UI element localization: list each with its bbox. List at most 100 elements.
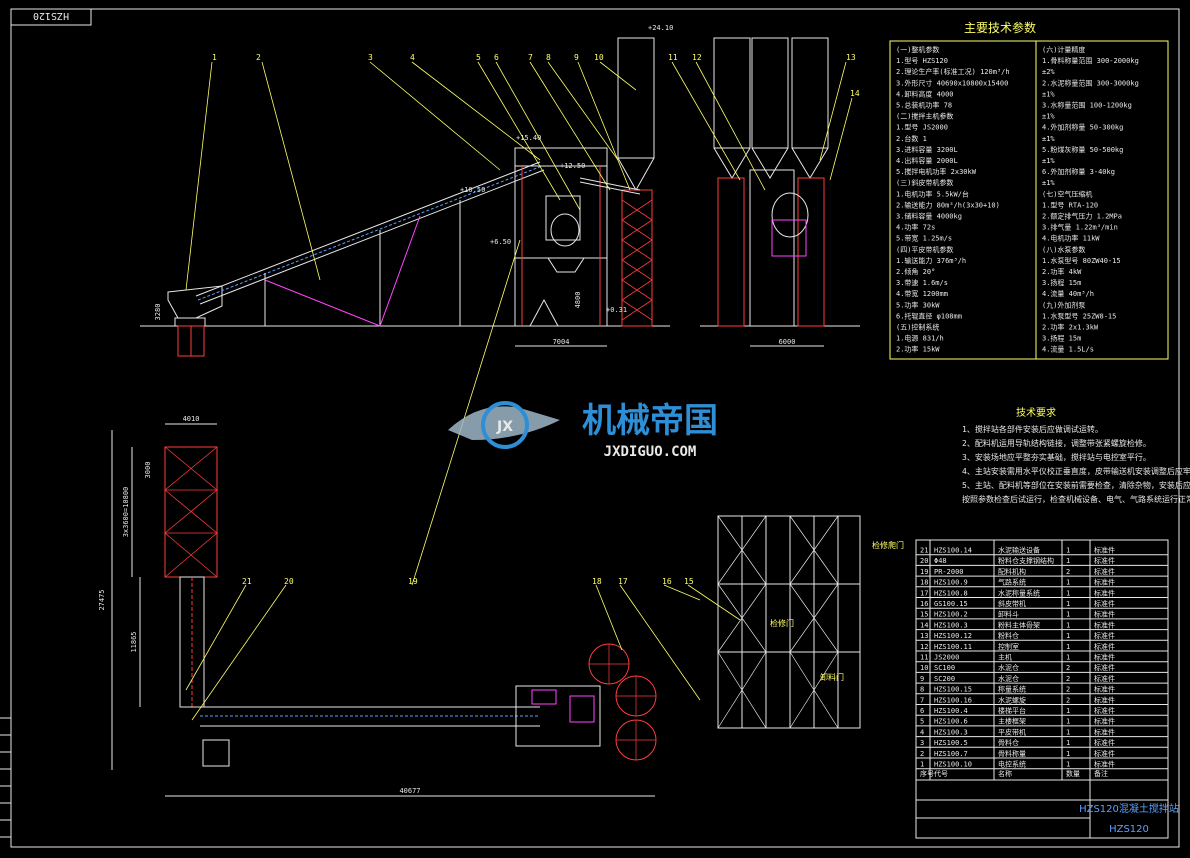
param-line-left: 2.理论生产率(标准工况) 120m³/h bbox=[896, 67, 1010, 76]
param-line-left: 2.倾角 20° bbox=[896, 267, 935, 276]
parts-cell: HZS100.5 bbox=[934, 739, 968, 747]
parts-cell: 标准件 bbox=[1094, 717, 1115, 726]
parts-cell: 2 bbox=[920, 750, 924, 758]
param-line-left: 5.功率 30kW bbox=[896, 300, 940, 309]
parts-cell: 卸料斗 bbox=[998, 610, 1019, 619]
param-line-left: 2.功率 15kW bbox=[896, 345, 940, 354]
parts-cell: 1 bbox=[1066, 632, 1070, 640]
parts-cell: 水泥仓 bbox=[998, 674, 1019, 683]
param-line-left: 1.型号 JS2000 bbox=[896, 123, 948, 132]
balloon: 7 bbox=[528, 53, 533, 62]
frame-label-discharge-door: 卸料门 bbox=[820, 672, 844, 682]
parts-cell: 斜皮带机 bbox=[998, 599, 1026, 608]
parts-cell: 21 bbox=[920, 547, 928, 555]
tech-heading: 技术要求 bbox=[1016, 406, 1056, 419]
balloon: 11 bbox=[668, 53, 678, 62]
watermark-cn: 机械帝国 bbox=[582, 401, 718, 441]
parts-cell: 标准件 bbox=[1094, 738, 1115, 747]
param-line-left: 1.电机功率 5.5kW/台 bbox=[896, 189, 969, 198]
param-line-right: 2.功率 2x1.3kW bbox=[1042, 323, 1099, 332]
tech-line: 1、搅拌站各部件安装后应做调试运转。 bbox=[962, 424, 1103, 434]
param-line-right: 2.额定排气压力 1.2MPa bbox=[1042, 212, 1122, 221]
parts-cell: GS100.15 bbox=[934, 600, 968, 608]
parts-header-cell: 代号 bbox=[934, 769, 948, 778]
parts-cell: 骨料称量 bbox=[998, 749, 1026, 758]
parts-cell: 2 bbox=[1066, 696, 1070, 704]
param-line-left: 1.型号 HZS120 bbox=[896, 56, 948, 65]
param-line-right: 3.扬程 15m bbox=[1042, 278, 1081, 287]
dim-27475: 27475 bbox=[98, 589, 106, 610]
balloon: 19 bbox=[408, 577, 418, 586]
parts-cell: 1 bbox=[1066, 739, 1070, 747]
parts-cell: 标准件 bbox=[1094, 567, 1115, 576]
parts-cell: 粉料主体骨架 bbox=[998, 620, 1040, 629]
param-line-left: 1.输送能力 376m³/h bbox=[896, 256, 966, 265]
corner-code: HZS120 bbox=[33, 10, 69, 21]
balloon: 3 bbox=[368, 53, 373, 62]
dim-4010: 4010 bbox=[183, 415, 200, 423]
parts-cell: 1 bbox=[1066, 621, 1070, 629]
parts-cell: 楼梯平台 bbox=[998, 706, 1026, 715]
balloon: 16 bbox=[662, 577, 672, 586]
param-line-right: ±1% bbox=[1042, 113, 1055, 121]
parts-cell: HZS100.10 bbox=[934, 761, 972, 769]
parts-header-cell: 数量 bbox=[1066, 769, 1080, 778]
parts-cell: HZS100.3 bbox=[934, 728, 968, 736]
parts-cell: 标准件 bbox=[1094, 653, 1115, 662]
parts-cell: 配料机构 bbox=[998, 567, 1026, 576]
param-line-right: ±2% bbox=[1042, 68, 1055, 76]
parts-cell: HZS100.16 bbox=[934, 696, 972, 704]
parts-cell: 19 bbox=[920, 568, 928, 576]
balloons: 1 2 3 4 5 6 7 8 9 10 11 12 13 14 15 16 1… bbox=[212, 53, 860, 586]
watermark-logo: JX bbox=[496, 419, 513, 435]
param-line-right: 4.流量 40m³/h bbox=[1042, 289, 1094, 298]
parts-cell: 水泥螺旋 bbox=[998, 695, 1026, 704]
parts-cell: 水泥输送设备 bbox=[998, 546, 1040, 555]
balloon: 12 bbox=[692, 53, 702, 62]
param-line-left: 3.带速 1.6m/s bbox=[896, 279, 948, 287]
param-line-right: ±1% bbox=[1042, 157, 1055, 165]
dim-7004: 7004 bbox=[553, 338, 570, 346]
param-line-left: (二)搅拌主机参数 bbox=[896, 112, 953, 121]
parts-cell: 称量系统 bbox=[998, 685, 1026, 694]
param-line-right: (八)水泵参数 bbox=[1042, 245, 1085, 254]
balloon: 18 bbox=[592, 577, 602, 586]
elev-mark: +24.10 bbox=[648, 24, 673, 32]
param-line-left: 4.功率 72s bbox=[896, 223, 935, 232]
parts-cell: 1 bbox=[920, 761, 924, 769]
dim-6000: 6000 bbox=[779, 338, 796, 346]
param-line-right: 2.水泥称量范围 300-3000kg bbox=[1042, 78, 1139, 87]
param-heading: 主要技术参数 bbox=[964, 20, 1036, 35]
parts-cell: HZS100.8 bbox=[934, 589, 968, 597]
param-line-left: 5.带宽 1.25m/s bbox=[896, 234, 952, 243]
balloon: 14 bbox=[850, 89, 860, 98]
parts-cell: 标准件 bbox=[1094, 663, 1115, 672]
dim-3280: 3280 bbox=[154, 304, 162, 321]
param-line-left: 5.搅拌电机功率 2x30kW bbox=[896, 167, 977, 176]
param-line-right: 2.功率 4kW bbox=[1042, 267, 1082, 276]
balloon: 5 bbox=[476, 53, 481, 62]
parts-cell: 20 bbox=[920, 557, 928, 565]
balloon: 10 bbox=[594, 53, 604, 62]
elev-mark: +15.40 bbox=[516, 134, 541, 142]
left-margin-ticks bbox=[0, 717, 11, 838]
parts-cell: 骨料仓 bbox=[998, 738, 1019, 747]
parts-cell: 2 bbox=[1066, 568, 1070, 576]
param-line-left: 5.总装机功率 78 bbox=[896, 101, 952, 110]
parts-cell: 16 bbox=[920, 600, 928, 608]
frame-label-access-door: 检修门 bbox=[770, 618, 794, 628]
parts-cell: 1 bbox=[1066, 600, 1070, 608]
param-line-right: 1.骨料称量范围 300-2000kg bbox=[1042, 56, 1139, 65]
leader-lines bbox=[185, 61, 853, 721]
parts-cell: JS2000 bbox=[934, 654, 959, 662]
parts-cell: 1 bbox=[1066, 728, 1070, 736]
parts-header-cell: 备注 bbox=[1094, 769, 1108, 778]
param-line-right: 4.流量 1.5L/s bbox=[1042, 345, 1094, 354]
parts-cell: 标准件 bbox=[1094, 706, 1115, 715]
param-line-left: (五)控制系统 bbox=[896, 323, 939, 332]
param-line-right: 6.外加剂称量 3-40kg bbox=[1042, 167, 1115, 176]
parts-cell: 1 bbox=[1066, 750, 1070, 758]
title-block-code: HZS120 bbox=[1109, 824, 1149, 835]
